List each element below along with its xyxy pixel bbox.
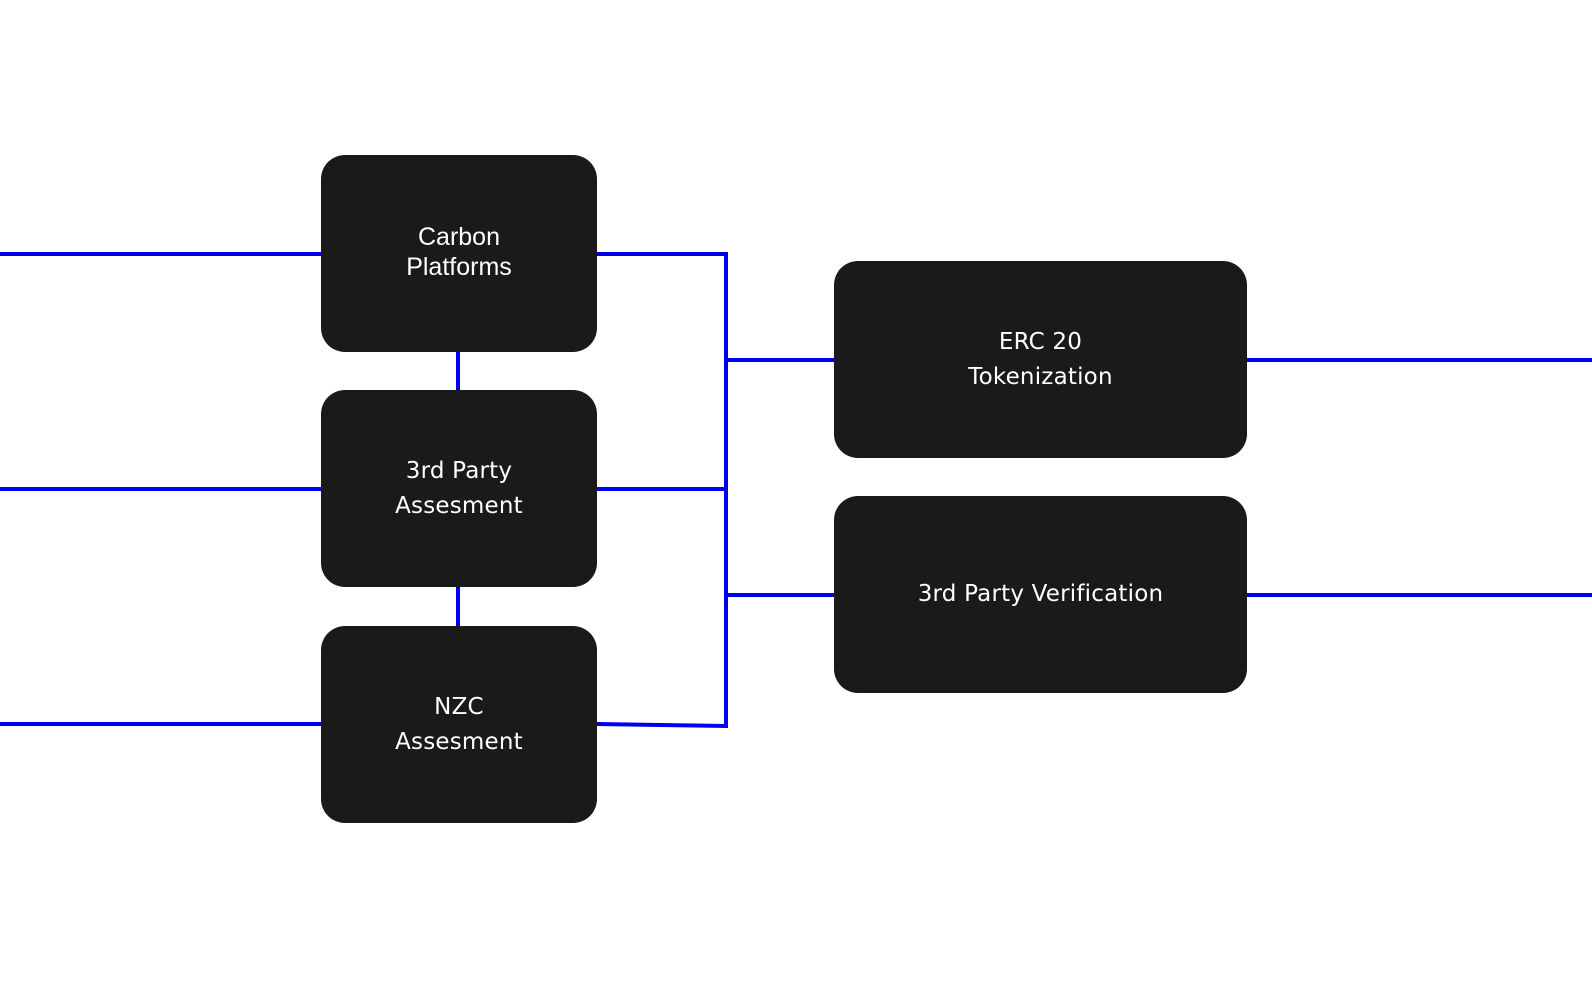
node-erc20-tokenization[interactable]: ERC 20 Tokenization xyxy=(834,261,1247,458)
node-carbon-platforms[interactable]: Carbon Platforms xyxy=(321,155,597,352)
node-label-line: Assesment xyxy=(395,492,523,519)
node-label: Carbon Platforms xyxy=(406,222,512,282)
node-nzc-assessment[interactable]: NZC Assesment xyxy=(321,626,597,823)
node-third-party-verification[interactable]: 3rd Party Verification xyxy=(834,496,1247,693)
node-third-party-assessment[interactable]: 3rd Party Assesment xyxy=(321,390,597,587)
node-label-line: NZC xyxy=(434,693,484,720)
node-label-line: Platforms xyxy=(406,252,512,281)
node-label-line: ERC 20 xyxy=(998,328,1083,355)
node-label: NZC Assesment xyxy=(395,690,523,760)
node-label-line: Carbon xyxy=(418,222,500,251)
node-label: 3rd Party Verification xyxy=(918,577,1164,612)
node-label-line: 3rd Party xyxy=(405,457,513,484)
node-label-line: Assesment xyxy=(395,728,523,755)
node-label-line: 3rd Party Verification xyxy=(917,581,1164,607)
node-label: 3rd Party Assesment xyxy=(395,454,523,524)
node-label-line: Tokenization xyxy=(968,363,1113,390)
node-label: ERC 20 Tokenization xyxy=(968,325,1112,395)
